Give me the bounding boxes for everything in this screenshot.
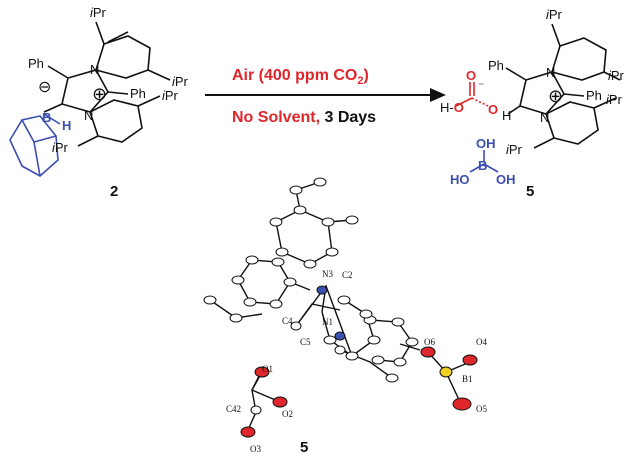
boric-b: B — [478, 158, 487, 173]
product-n-bottom: N — [540, 110, 549, 125]
product-h: H — [502, 108, 511, 123]
crystal-label-o4: O4 — [476, 337, 487, 347]
crystal-label-o5: O5 — [476, 404, 487, 414]
condition-bottom: No Solvent, 3 Days — [232, 109, 376, 126]
crystal-label-o2: O2 — [282, 409, 293, 419]
crystal-structure — [203, 177, 478, 438]
product-ipr-right-lower: iPr — [606, 92, 623, 107]
product-ph-left: Ph — [488, 58, 504, 73]
reaction-arrow-head — [430, 88, 446, 102]
product-ipr-right: iPr — [608, 68, 625, 83]
crystal-label-n3: N3 — [322, 269, 333, 279]
bicarbonate-o-top: O — [466, 68, 476, 83]
reactant-boron: B — [42, 110, 51, 125]
reactant-number: 2 — [110, 183, 118, 200]
product-charge-pos: ⊕ — [548, 86, 563, 106]
product-n-top: N — [546, 65, 555, 80]
reactant-ipr-top: iPr — [90, 5, 107, 20]
reactant-n-bottom: N — [84, 108, 93, 123]
reactant-charge-neg: ⊖ — [38, 79, 51, 96]
crystal-label-o3: O3 — [250, 444, 261, 454]
product-number: 5 — [526, 183, 534, 200]
crystal-label-b1: B1 — [462, 374, 473, 384]
product-ipr-bottom: iPr — [506, 142, 523, 157]
product-ph-right: Ph — [586, 88, 602, 103]
bicarbonate-o-right: O — [488, 102, 498, 117]
crystal-label-c4: C4 — [282, 316, 293, 326]
condition-top: Air (400 ppm CO2) — [232, 67, 369, 87]
reactant-ph-left: Ph — [28, 56, 44, 71]
bicarbonate-h: H-O — [440, 100, 464, 115]
product-structure — [455, 23, 621, 173]
reactant-hydride: H — [62, 118, 71, 133]
boric-ho: HO — [450, 172, 470, 187]
crystal-label-c2: C2 — [342, 270, 353, 280]
crystal-number: 5 — [300, 439, 308, 456]
crystal-label-c5: C5 — [300, 337, 311, 347]
reactant-ipr-right: iPr — [172, 74, 189, 89]
product-ipr-top: iPr — [546, 7, 563, 22]
crystal-label-c42: C42 — [226, 404, 241, 414]
reactant-charge-pos: ⊕ — [92, 84, 107, 104]
boric-oh-right: OH — [496, 172, 516, 187]
bicarbonate-charge: ⁻ — [478, 79, 484, 93]
crystal-label-n1: N1 — [322, 317, 333, 327]
reactant-ph-right: Ph — [130, 86, 146, 101]
reactant-ipr-bottom: iPr — [52, 140, 69, 155]
reactant-n-top: N — [90, 62, 99, 77]
reactant-structure — [9, 21, 171, 177]
boric-oh-top: OH — [476, 136, 496, 151]
crystal-label-o1: O1 — [262, 364, 273, 374]
crystal-label-o6: O6 — [424, 337, 435, 347]
reactant-ipr-right-lower: iPr — [162, 88, 179, 103]
